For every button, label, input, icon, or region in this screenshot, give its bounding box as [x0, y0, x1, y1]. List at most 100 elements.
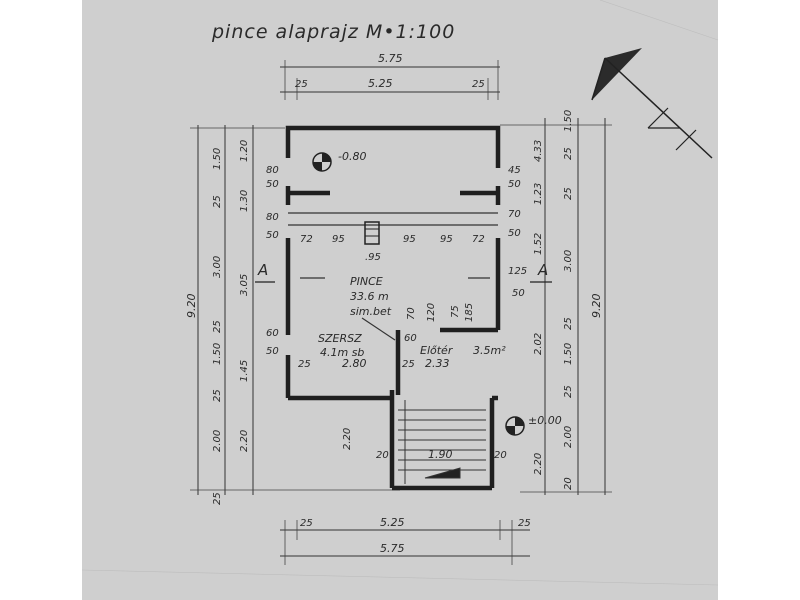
opening-left-2: 80: [266, 212, 279, 223]
left-inner-dim-4: 2.20: [239, 430, 250, 452]
elevation-top-label: -0.80: [338, 150, 366, 163]
right-dim-8: 20: [563, 477, 574, 490]
top-inner-dim: 5.25: [368, 77, 393, 90]
elevation-bottom-label: ±0.00: [528, 414, 562, 427]
room-eloter-name: Előtér: [420, 344, 454, 357]
room-szersz-area: 4.1m sb: [320, 346, 364, 359]
bottom-right-wall-dim: 25: [518, 518, 531, 529]
opening-dims-left: 80 50 80 50 60 50: [266, 165, 279, 357]
misc-dim-3: 185: [464, 303, 475, 322]
right-inner-dim-0: 4.33: [533, 140, 544, 162]
right-dim-3: 3.00: [563, 250, 574, 272]
misc-dim-1: 120: [426, 303, 437, 322]
interior-dim-3: 95: [440, 234, 453, 245]
eloter-width-dim: 2.33: [425, 357, 450, 370]
room-szersz: SZERSZ 4.1m sb: [318, 332, 364, 359]
right-dim-5: 1.50: [563, 343, 574, 365]
stair-left-dim: 20: [376, 450, 389, 461]
misc-dims: 70 120 75 185 60: [404, 303, 475, 344]
bottom-left-wall-dim: 25: [300, 518, 313, 529]
right-inner-dim-1: 1.23: [533, 183, 544, 205]
interior-dims-row: 72 95 95 95 72 .95: [300, 234, 485, 263]
room-eloter: Előtér 3.5m²: [420, 344, 506, 357]
room-pince: PINCE 33.6 m sim.bet: [350, 275, 392, 318]
right-inner-dim-4: 2.20: [533, 453, 544, 475]
misc-dim-0: 70: [406, 307, 417, 320]
opening-left-1: 50: [266, 179, 279, 190]
left-inner-dim-2: 3.05: [239, 274, 250, 296]
right-dim-2: 25: [563, 187, 574, 200]
chimney-icon: [364, 221, 380, 245]
left-dim-1: 25: [212, 195, 223, 208]
right-dimensions: 25 1.50 25 3.00 25 1.50 25 2.00 20 4.33 …: [500, 110, 612, 495]
stair-len-dim: 2.20: [342, 428, 353, 450]
north-arrow-icon: [591, 48, 713, 159]
right-inner-dim-2: 1.52: [533, 233, 544, 255]
right-inner-dim-3: 2.02: [533, 333, 544, 355]
right-dim-0: 25: [563, 147, 574, 160]
eloter-wall-dim: 25: [402, 359, 415, 370]
opening-left-3: 50: [266, 230, 279, 241]
left-dim-2: 3.00: [212, 256, 223, 278]
left-dim-7: 25: [212, 492, 223, 505]
misc-dim-2: 75: [450, 305, 461, 318]
left-overall-dim: 9.20: [185, 294, 198, 319]
opening-right-4: 125: [508, 266, 527, 277]
interior-dim-4: 72: [472, 234, 485, 245]
right-dim-1: 1.50: [563, 110, 574, 132]
left-dim-5: 25: [212, 389, 223, 402]
szersz-wall-dim: 25: [298, 359, 311, 370]
left-dim-4: 1.50: [212, 343, 223, 365]
misc-dim-4: 60: [404, 333, 417, 344]
bottom-inner-dim: 5.25: [380, 516, 405, 529]
opening-left-4: 60: [266, 328, 279, 339]
interior-partitions: [288, 212, 498, 341]
opening-right-3: 50: [508, 228, 521, 239]
opening-left-5: 50: [266, 346, 279, 357]
drawing-title: pince alaprajz M•1:100: [211, 21, 455, 43]
left-dim-3: 25: [212, 320, 223, 333]
interior-dim-1: 95: [332, 234, 345, 245]
elevation-marker-top-icon: [312, 152, 332, 172]
left-dim-6: 2.00: [212, 430, 223, 452]
top-left-wall-dim: 25: [295, 79, 308, 90]
staircase: [398, 400, 486, 484]
right-dim-7: 2.00: [563, 426, 574, 448]
top-right-wall-dim: 25: [472, 79, 485, 90]
stair-width-dim: 1.90: [428, 448, 453, 461]
right-dim-4: 25: [563, 317, 574, 330]
left-inner-dim-1: 1.30: [239, 190, 250, 212]
opening-right-1: 50: [508, 179, 521, 190]
drawing-sheet: [82, 0, 718, 600]
elevation-marker-bottom-icon: [505, 416, 525, 436]
left-dim-0: 1.50: [212, 148, 223, 170]
stair-right-dim: 20: [494, 450, 507, 461]
building-walls: [285, 125, 501, 491]
opening-left-0: 80: [266, 165, 279, 176]
left-inner-dim-3: 1.45: [239, 360, 250, 382]
opening-right-0: 45: [508, 165, 521, 176]
left-dimensions: 9.20 1.50 25 3.00 25 1.50 25 2.00 25 1.2…: [185, 125, 400, 505]
bottom-overall-dim: 5.75: [380, 542, 405, 555]
opening-dims-right: 45 50 70 50 125 50: [508, 165, 527, 299]
right-dim-6: 25: [563, 385, 574, 398]
room-pince-floor: sim.bet: [350, 305, 392, 318]
section-marker-right: A: [537, 261, 548, 279]
section-marker-left: A: [257, 261, 268, 279]
right-overall-dim: 9.20: [590, 294, 603, 319]
szersz-width-dim: 2.80: [342, 357, 367, 370]
top-overall-dim: 5.75: [378, 52, 403, 65]
interior-dim-0: 72: [300, 234, 313, 245]
opening-right-2: 70: [508, 209, 521, 220]
lower-room-dims: 25 2.80 25 2.33 20 1.90 20 2.20: [298, 357, 507, 461]
left-inner-dim-0: 1.20: [239, 140, 250, 162]
room-eloter-area: 3.5m²: [473, 344, 506, 357]
top-dimensions: 5.75 25 5.25 25: [280, 52, 500, 100]
paper-texture: [81, 0, 719, 586]
interior-dim-5: .95: [365, 252, 381, 263]
room-pince-name: PINCE: [350, 275, 383, 288]
opening-right-5: 50: [512, 288, 525, 299]
interior-dim-2: 95: [403, 234, 416, 245]
room-pince-area: 33.6 m: [350, 290, 389, 303]
